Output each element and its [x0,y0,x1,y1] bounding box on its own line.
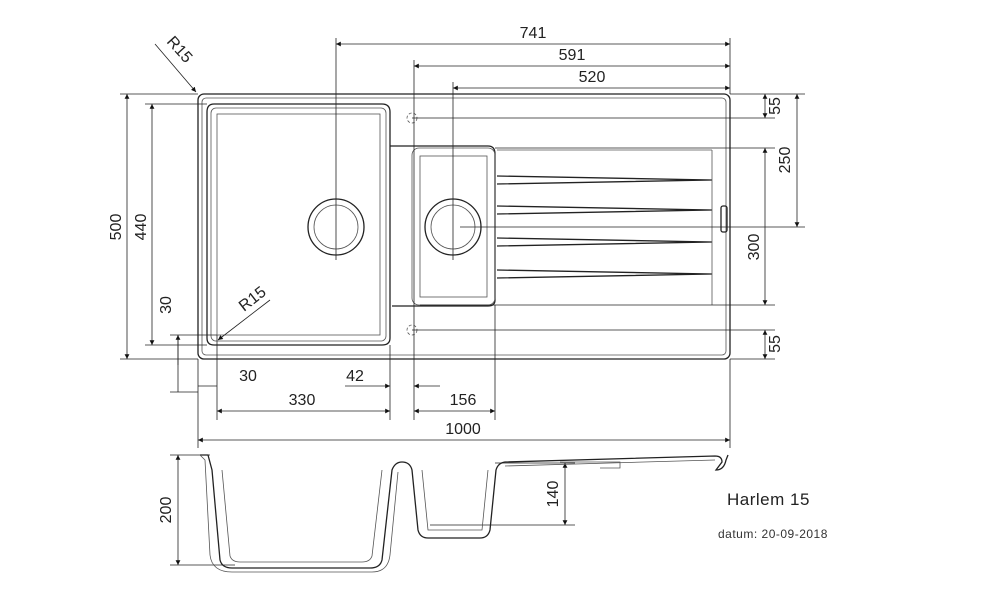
top-view [197,93,731,360]
dim-200: 200 [158,497,175,524]
dim-300: 300 [746,234,763,261]
drawing-date: datum: 20-09-2018 [718,527,828,541]
dim-520: 520 [579,69,606,86]
dim-42: 42 [346,368,364,385]
dim-591: 591 [559,47,586,64]
dim-55-bottom: 55 [767,335,784,353]
dim-330: 330 [289,392,316,409]
side-view [199,454,729,573]
extension-lines [120,38,805,566]
dim-r15-corner: R15 [163,33,195,66]
product-name: Harlem 15 [727,490,810,509]
dim-r15-bowl: R15 [236,284,270,316]
dim-500: 500 [108,214,125,241]
dim-156: 156 [450,392,477,409]
dim-30-bottom: 30 [239,368,257,385]
dim-1000: 1000 [445,421,481,438]
dim-55-top: 55 [767,97,784,115]
dim-140: 140 [545,481,562,508]
drainboard-grooves [496,149,713,305]
dim-440: 440 [133,214,150,241]
dim-250: 250 [777,147,794,174]
dim-741: 741 [520,25,547,42]
dim-30-left: 30 [158,296,175,314]
dimension-lines [124,41,800,565]
